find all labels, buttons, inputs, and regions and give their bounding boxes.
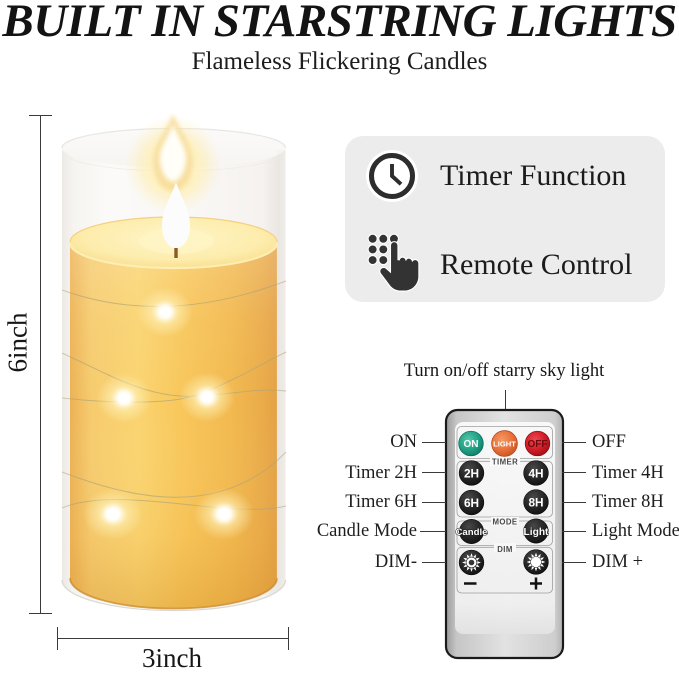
svg-text:2H: 2H xyxy=(464,467,479,481)
svg-text:Candle: Candle xyxy=(456,527,488,538)
svg-text:LIGHT: LIGHT xyxy=(493,439,516,448)
svg-text:MODE: MODE xyxy=(493,518,518,527)
svg-text:ON: ON xyxy=(464,439,479,450)
svg-text:TIMER: TIMER xyxy=(492,458,518,467)
svg-text:8H: 8H xyxy=(528,496,543,510)
svg-text:4H: 4H xyxy=(528,467,543,481)
svg-text:Light: Light xyxy=(524,527,549,538)
svg-text:DIM: DIM xyxy=(497,545,513,554)
svg-text:6H: 6H xyxy=(464,496,479,510)
svg-text:OFF: OFF xyxy=(528,439,548,450)
